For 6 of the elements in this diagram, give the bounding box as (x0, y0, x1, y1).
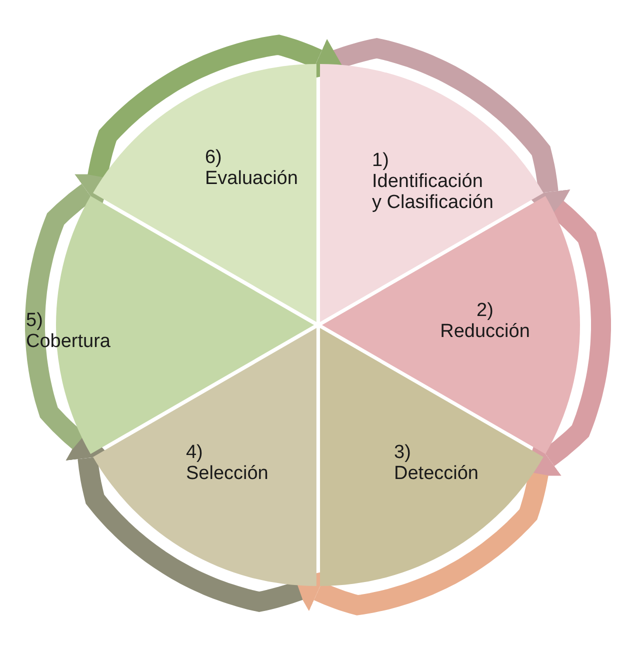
step-label: 4) Selección (186, 442, 270, 484)
step-label: 5) Cobertura (26, 310, 112, 352)
step-label: 3) Detección (394, 442, 480, 484)
step-label: 2) Reducción (439, 300, 531, 342)
step-label: 1) Identificación y Clasificación (372, 150, 494, 213)
step-label: 6) Evaluación (204, 146, 299, 189)
